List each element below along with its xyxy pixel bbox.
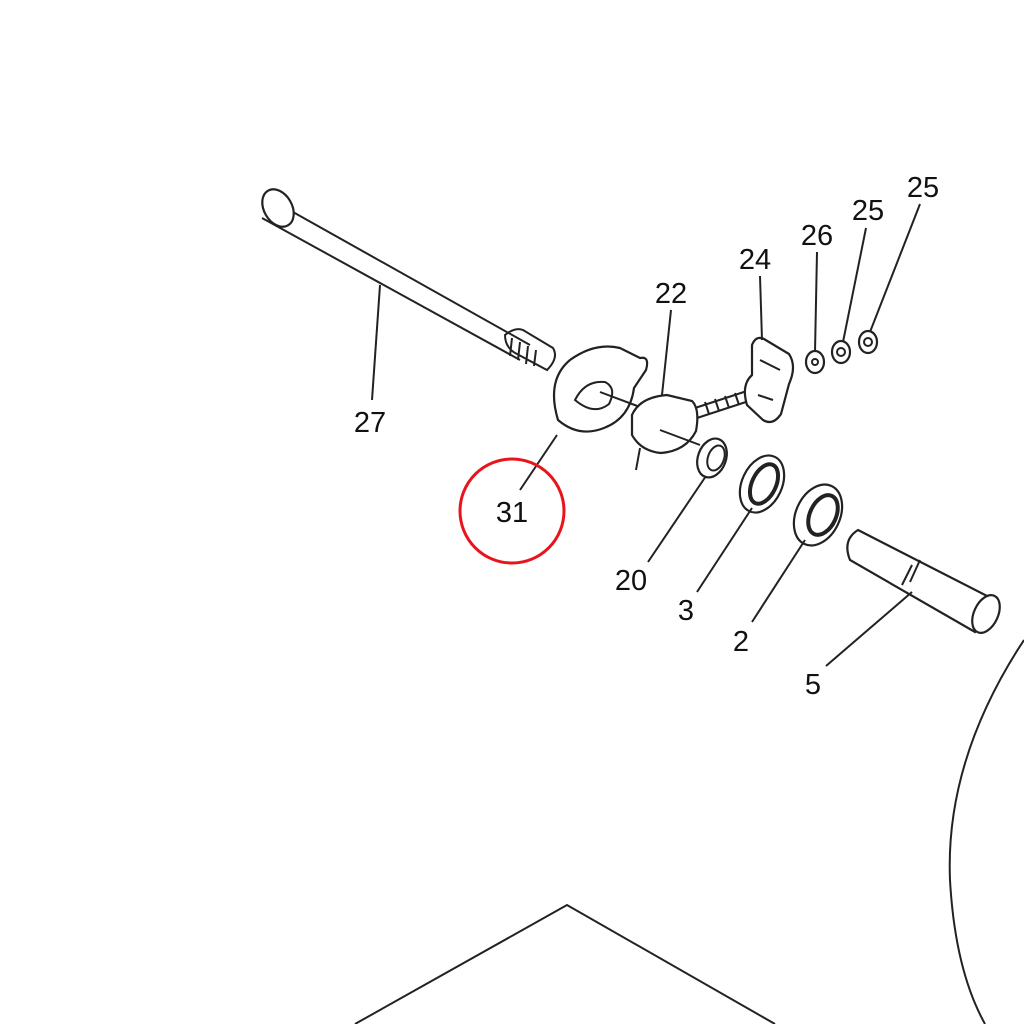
highlight-circle	[458, 457, 566, 565]
callout-2[interactable]: 2	[733, 626, 749, 658]
callout-20[interactable]: 20	[615, 565, 647, 597]
leader-lines	[371, 203, 921, 667]
part-25-nut-a[interactable]	[830, 339, 852, 365]
wheel-outline	[948, 639, 1024, 1024]
callout-26[interactable]: 26	[801, 220, 833, 252]
part-25-nut-b[interactable]	[857, 329, 879, 355]
callout-25-b[interactable]: 25	[907, 172, 939, 204]
callout-31[interactable]: 31	[496, 497, 528, 529]
part-24-plate[interactable]	[743, 336, 795, 424]
callout-27[interactable]: 27	[354, 407, 386, 439]
callout-25-a[interactable]: 25	[852, 195, 884, 227]
part-3-oil-seal[interactable]	[731, 448, 793, 519]
callout-5[interactable]: 5	[805, 669, 821, 701]
part-31-housing[interactable]	[552, 345, 649, 433]
callout-3[interactable]: 3	[678, 595, 694, 627]
part-20-collar[interactable]	[692, 434, 732, 481]
part-27-axle[interactable]	[256, 184, 556, 372]
part-26-washer[interactable]	[804, 349, 826, 375]
callout-24[interactable]: 24	[739, 244, 771, 276]
part-5-spacer[interactable]	[846, 528, 1005, 637]
part-2-bearing[interactable]	[785, 477, 852, 554]
part-22-bracket[interactable]	[630, 389, 753, 471]
frame-outline	[354, 903, 776, 1024]
callout-22[interactable]: 22	[655, 278, 687, 310]
